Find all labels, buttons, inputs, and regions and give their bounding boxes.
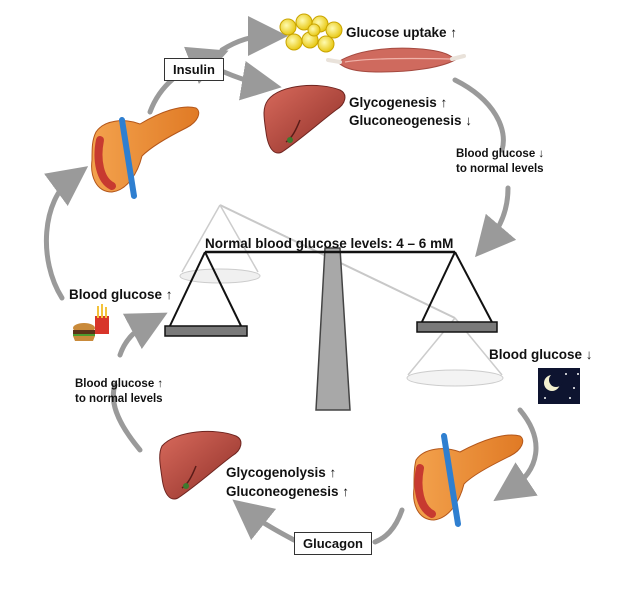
fat-cells-icon: [279, 13, 343, 53]
arrow-liver-to-result: [110, 382, 143, 453]
gluconeogenesis-down-label: Gluconeogenesis ↓: [349, 113, 473, 128]
arrow-high-glucose-to-pancreas: [43, 166, 89, 301]
balance-scale: [164, 204, 504, 411]
left-pan: [164, 325, 248, 337]
scale-stand: [315, 247, 351, 411]
glucose-uptake-label: Glucose uptake ↑: [346, 25, 458, 40]
liver-icon-bottom: [159, 430, 242, 500]
blood-glucose-up-normal-line1: Blood glucose ↑: [75, 378, 164, 390]
blood-glucose-down-normal-line1: Blood glucose ↓: [456, 148, 545, 160]
arrow-result-to-scale: [474, 185, 517, 258]
arrow-night-to-pancreas: [493, 407, 539, 502]
blood-glucose-high-label: Blood glucose ↑: [69, 287, 173, 302]
night-sky-icon: [538, 368, 580, 404]
gluconeogenesis-up-label: Gluconeogenesis ↑: [226, 484, 350, 499]
right-pan: [416, 321, 498, 333]
glucagon-box: Glucagon: [294, 532, 372, 555]
insulin-box: Insulin: [164, 58, 224, 81]
arrow-result-to-high-glucose: [117, 312, 168, 358]
fast-food-icon: [73, 304, 109, 341]
arrow-muscle-to-result: [452, 77, 506, 153]
blood-glucose-low-label: Blood glucose ↓: [489, 347, 593, 362]
arrow-insulin-to-fat: [219, 16, 288, 57]
muscle-icon: [326, 47, 466, 73]
arrow-insulin-to-liver: [221, 60, 282, 101]
cycle-arrows: [43, 16, 539, 545]
arrow-pancreas-to-glucagon: [372, 507, 405, 545]
arrow-glucagon-to-liver: [232, 499, 297, 543]
blood-glucose-down-normal-line2: to normal levels: [456, 163, 544, 175]
glycogenesis-label: Glycogenesis ↑: [349, 95, 448, 110]
blood-glucose-up-normal-line2: to normal levels: [75, 393, 163, 405]
glycogenolysis-label: Glycogenolysis ↑: [226, 465, 337, 480]
pancreas-icon-right: [413, 433, 524, 527]
pancreas-icon-left: [91, 106, 200, 199]
scale-title: Normal blood glucose levels: 4 – 6 mM: [205, 236, 454, 251]
liver-icon-top: [263, 84, 346, 154]
